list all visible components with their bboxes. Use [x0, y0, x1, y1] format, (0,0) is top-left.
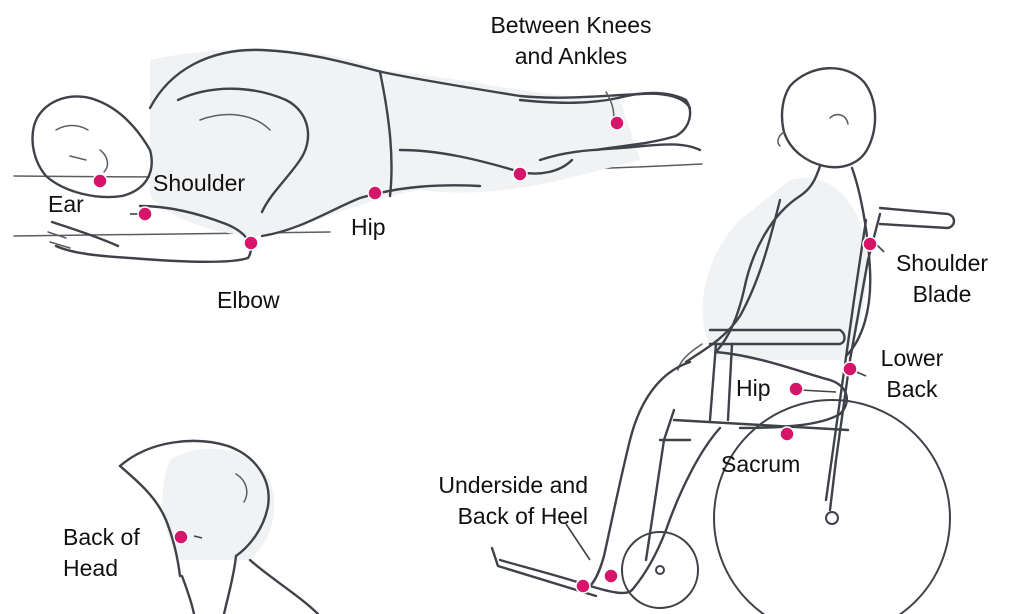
marker-ankles: [610, 116, 624, 130]
marker-hip: [368, 186, 382, 200]
marker-shoulder: [138, 207, 152, 221]
body-shading: [150, 49, 640, 236]
label-between-knees-ankles: Between Knees and Ankles: [452, 10, 690, 72]
marker-lower-back: [843, 362, 857, 376]
front-frame: [646, 410, 674, 560]
label-shoulder-blade: Shoulder Blade: [872, 248, 1012, 310]
marker-elbow: [244, 236, 258, 250]
nose-detail: [778, 132, 784, 146]
mouth-line: [70, 156, 86, 160]
marker-sacrum: [780, 427, 794, 441]
mattress-edge: [14, 232, 330, 236]
supine-figure: [120, 441, 318, 614]
rear-wheel: [714, 400, 950, 614]
calf-outline: [632, 428, 720, 590]
finger-lines: [48, 232, 70, 248]
hand-outline: [52, 222, 118, 246]
chair-handle: [880, 208, 954, 228]
head-outline: [782, 68, 875, 167]
rear-wheel-hub: [826, 512, 838, 524]
label-hip: Hip: [351, 212, 386, 243]
neck-outline: [224, 556, 236, 614]
leader-hip-seated: [800, 390, 836, 392]
label-back-of-head: Back of Head: [63, 522, 140, 584]
shin-outline: [590, 362, 690, 586]
ear-detail: [830, 115, 848, 124]
marker-hip-seated: [789, 382, 803, 396]
marker-knees: [513, 167, 527, 181]
label-lower-back: Lower Back: [862, 343, 962, 405]
eye-line: [56, 126, 88, 131]
label-hip-seated: Hip: [736, 373, 771, 404]
marker-ear: [93, 174, 107, 188]
marker-heel-back: [604, 569, 618, 583]
shoulder-outline: [250, 560, 318, 614]
label-ear: Ear: [48, 189, 84, 220]
marker-heel-underside: [576, 579, 590, 593]
label-sacrum: Sacrum: [721, 449, 800, 480]
back-outline: [182, 576, 194, 614]
marker-back-of-head: [174, 530, 188, 544]
label-underside-back-of-heel: Underside and Back of Heel: [378, 470, 588, 532]
label-shoulder: Shoulder: [153, 168, 245, 199]
head-outline: [33, 96, 152, 197]
front-caster-hub: [656, 566, 664, 574]
ear-detail: [100, 150, 107, 172]
label-elbow: Elbow: [217, 285, 280, 316]
